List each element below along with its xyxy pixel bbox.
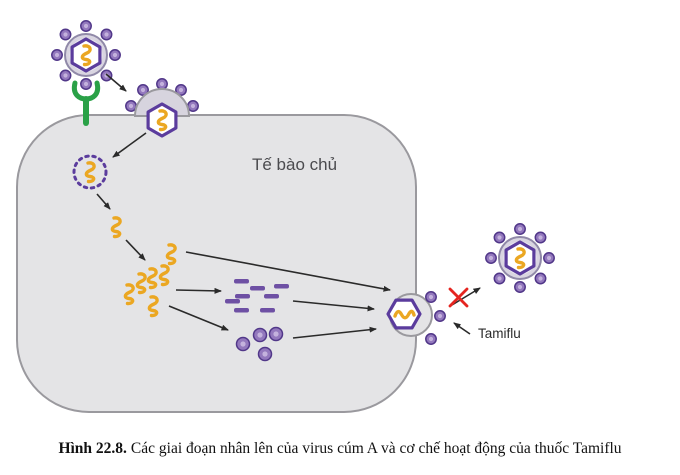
cell-receptor bbox=[71, 80, 101, 126]
arrow-tamiflu-pointer bbox=[453, 322, 471, 335]
arrow-to-proteins bbox=[175, 287, 222, 294]
blocked-x-icon bbox=[448, 287, 469, 308]
arrow-to-capsid-proteins bbox=[168, 305, 229, 331]
released-virion bbox=[486, 224, 554, 292]
entering-virion bbox=[125, 78, 199, 138]
arrow-rna-replication bbox=[125, 239, 146, 261]
arrow-proteins-to-assembly bbox=[292, 300, 375, 312]
budding-virion bbox=[386, 291, 446, 345]
virus-replication-diagram: Tế bào chủ bbox=[16, 0, 680, 413]
host-cell-membrane bbox=[16, 114, 417, 413]
receptor-binding-virion bbox=[52, 21, 120, 126]
arrow-capsid-to-assembly bbox=[292, 326, 377, 339]
caption-text: Các giai đoạn nhân lên của virus cúm A v… bbox=[130, 440, 622, 457]
host-cell-label: Tế bào chủ bbox=[252, 155, 337, 174]
arrow-release bbox=[451, 287, 481, 306]
capsid-proteins bbox=[235, 326, 284, 362]
uncoating-capsid bbox=[72, 154, 108, 190]
arrow-rna-to-assembly bbox=[185, 251, 391, 292]
arrow-uncoating-to-rna bbox=[96, 193, 111, 210]
caption-number: Hình 22.8. bbox=[58, 440, 127, 457]
arrow-attachment-to-entry bbox=[105, 73, 127, 92]
tamiflu-label: Tamiflu bbox=[478, 326, 521, 341]
arrow-entry-to-uncoating bbox=[112, 132, 147, 158]
attached-virion bbox=[52, 21, 120, 89]
figure-caption: Hình 22.8.Các giai đoạn nhân lên của vir… bbox=[0, 440, 680, 458]
viral-proteins bbox=[225, 279, 289, 313]
